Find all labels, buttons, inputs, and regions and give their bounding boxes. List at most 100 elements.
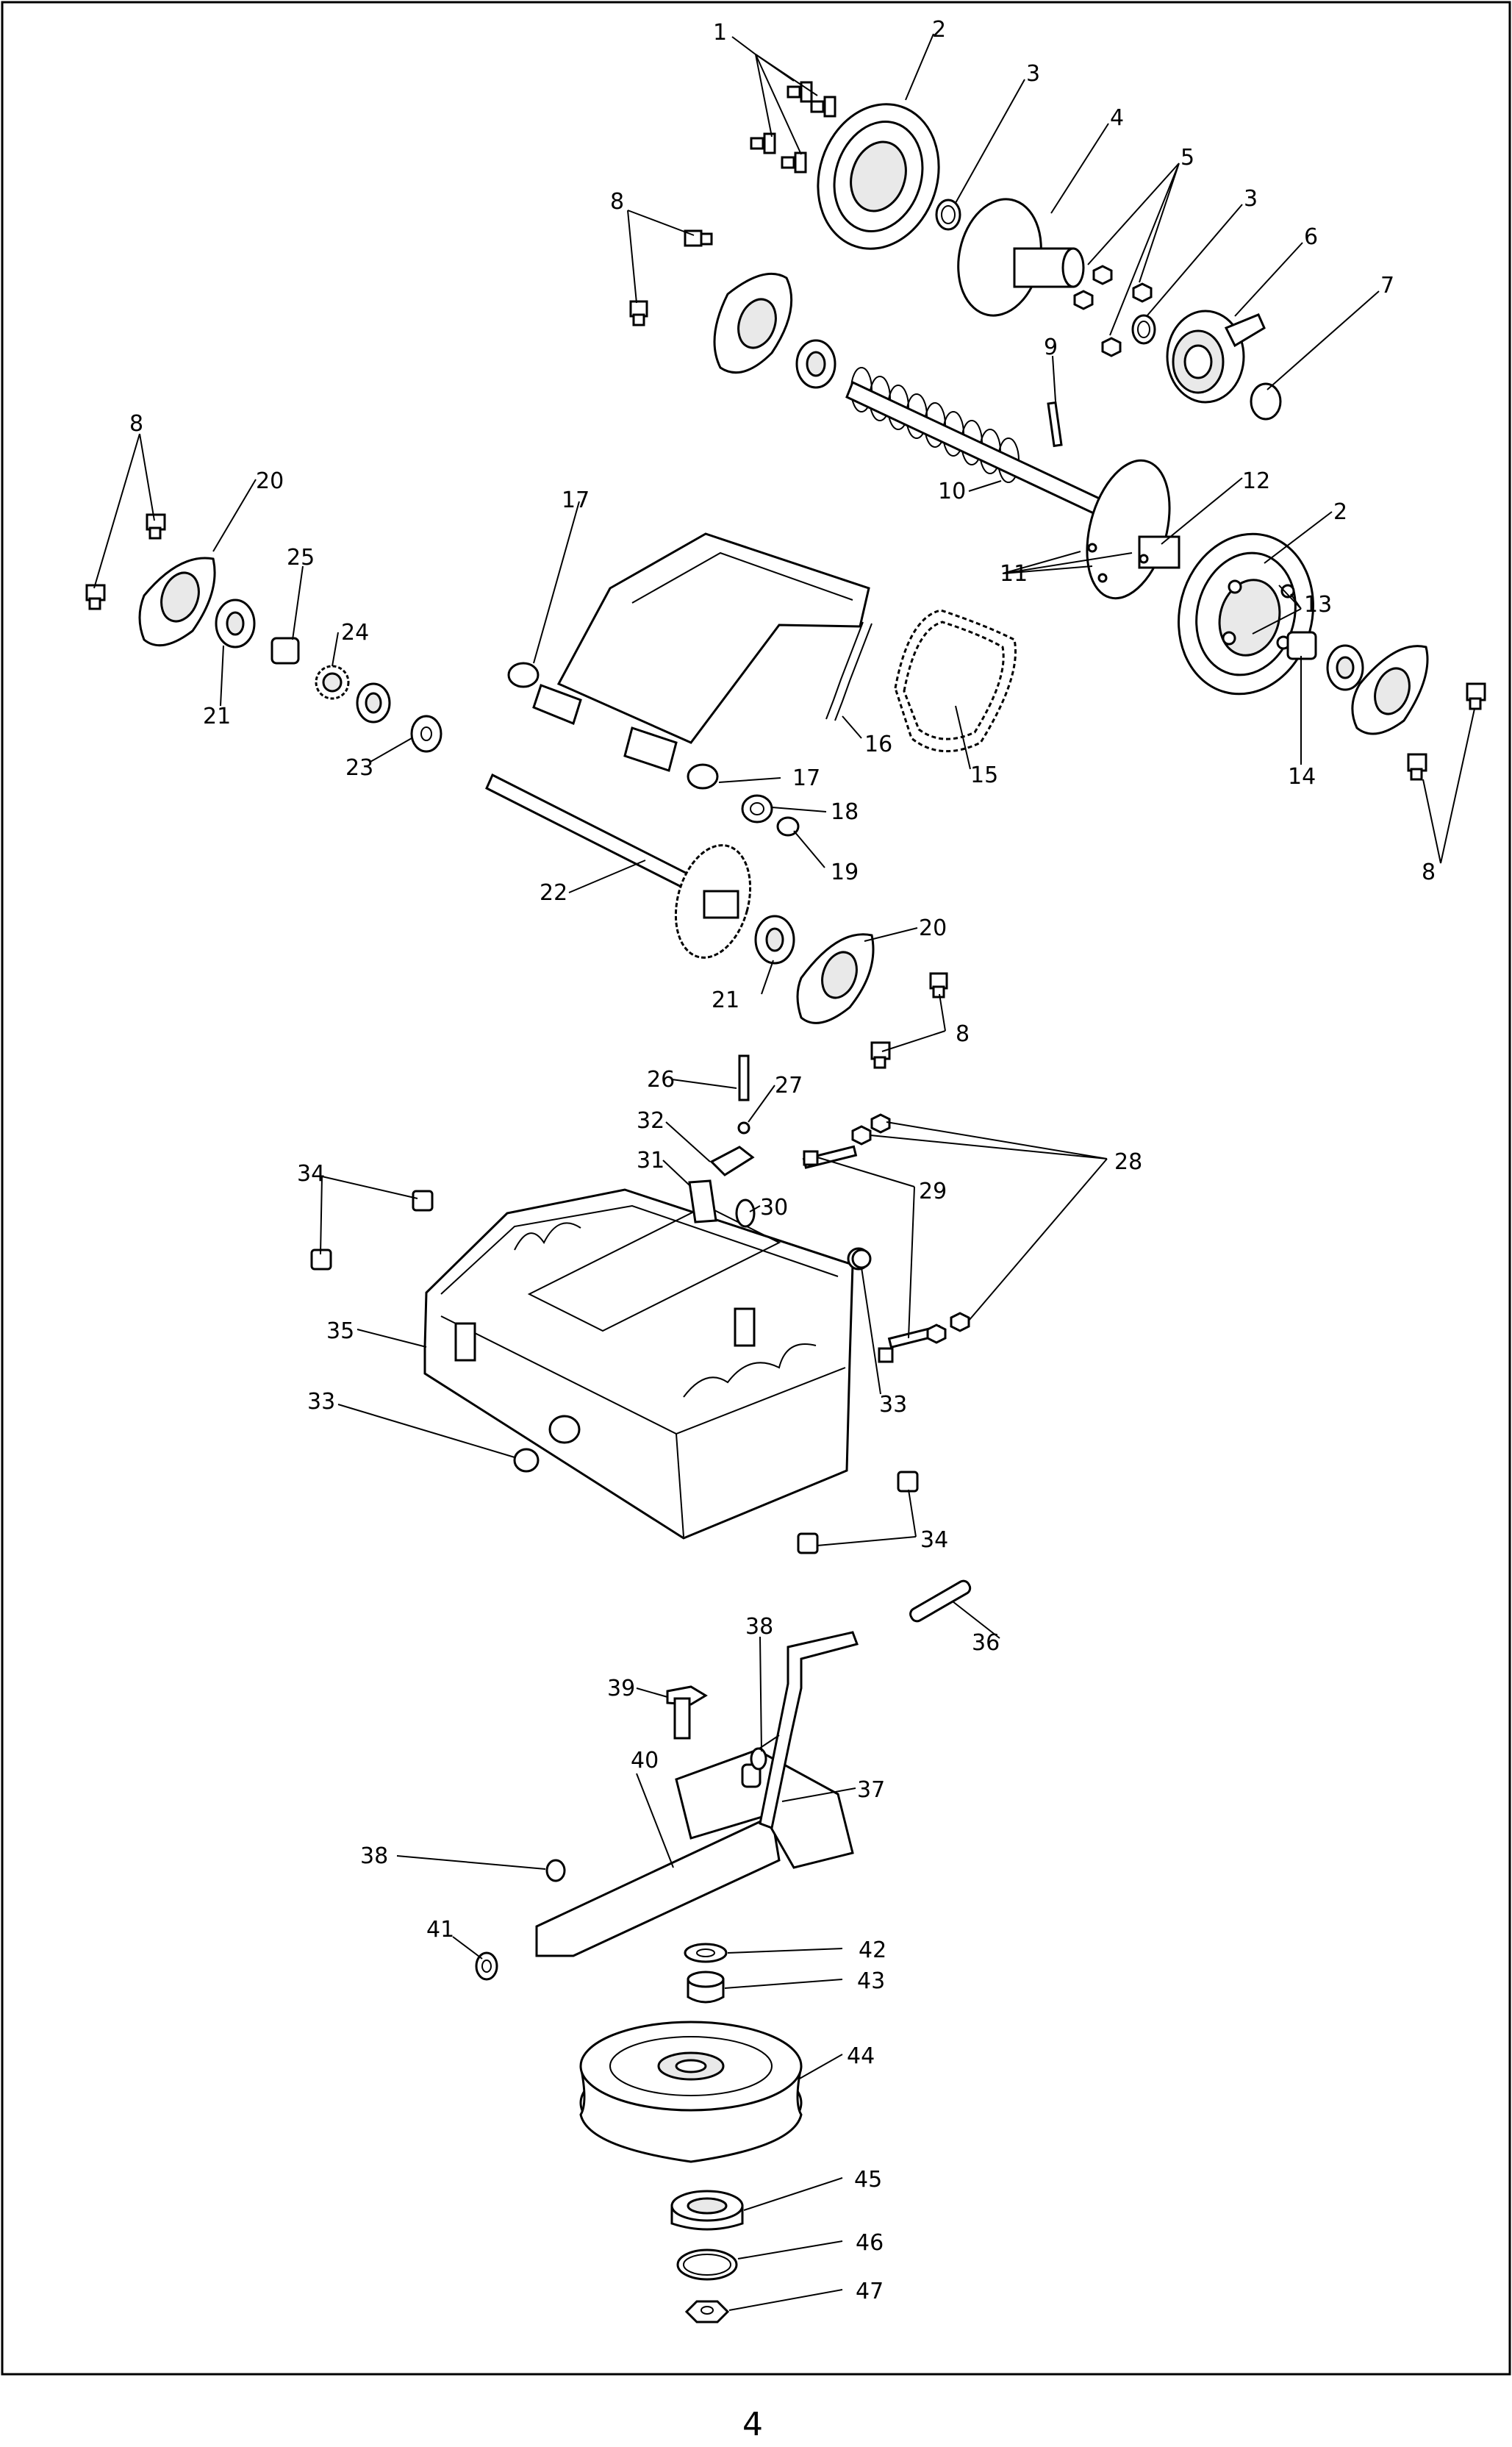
callout-17-lower: 17: [792, 765, 820, 791]
lever-assembly-part-40: [535, 1631, 859, 1957]
callout-2-upper: 2: [932, 17, 946, 43]
page-number: 4: [742, 2406, 763, 2443]
callout-18: 18: [831, 799, 859, 825]
callout-16: 16: [864, 732, 892, 757]
bushing-part-17-lower: [687, 763, 719, 790]
washer-part-27: [737, 1121, 750, 1135]
callout-26: 26: [647, 1067, 675, 1093]
drum-part-2-lower: [1178, 532, 1314, 696]
callout-8-left: 8: [129, 411, 143, 437]
washer-part-42: [684, 1943, 728, 1963]
callout-9: 9: [1044, 335, 1058, 360]
callout-34-upper: 34: [297, 1161, 325, 1187]
callout-12: 12: [1242, 468, 1270, 494]
callout-36: 36: [972, 1630, 1000, 1656]
bolt-part-8-right: [1407, 682, 1486, 781]
callout-4: 4: [1110, 105, 1124, 131]
callout-32: 32: [637, 1108, 664, 1134]
callout-28: 28: [1114, 1149, 1142, 1175]
callout-25: 25: [287, 545, 315, 571]
bushing-part-33-left: [513, 1448, 540, 1473]
callout-29: 29: [919, 1179, 947, 1204]
callout-17-upper: 17: [562, 487, 590, 513]
bolt-part-28-29: [802, 1113, 970, 1363]
washer-part-23: [410, 715, 443, 753]
drive-axle-assembly: [629, 81, 1486, 781]
leader-lines: [93, 33, 1475, 2311]
sprocket-part-22: [674, 844, 752, 959]
callout-10: 10: [938, 479, 966, 504]
callout-38-lower: 38: [360, 1843, 388, 1869]
callout-20-center: 20: [919, 915, 947, 941]
callout-33-right: 33: [879, 1392, 907, 1418]
callout-41: 41: [426, 1917, 454, 1943]
callout-39: 39: [607, 1676, 635, 1701]
circlip-part-7: [1250, 382, 1282, 421]
callout-27: 27: [775, 1073, 803, 1099]
bearing-housing-part-6: [1166, 310, 1266, 404]
bracket-plate: [556, 532, 870, 744]
callout-37: 37: [857, 1777, 885, 1803]
bracket-part-32: [709, 1146, 755, 1176]
callout-labels: 1 2 3 4 5 3 6 7 8 9 10 11 12 2 13 14 8 8…: [129, 17, 1436, 2304]
bolt-part-39: [666, 1685, 708, 1740]
chassis-frame-part-35: [423, 1188, 870, 1540]
callout-1: 1: [713, 20, 727, 46]
bushing-part-33-right: [851, 1248, 872, 1269]
flange-bearing-right: [1351, 645, 1429, 735]
callout-45: 45: [854, 2167, 882, 2193]
bolt-part-1: [750, 81, 836, 174]
flange-bearing-upper: [713, 272, 793, 374]
callout-46: 46: [856, 2230, 884, 2256]
callout-33-left: 33: [307, 1389, 335, 1415]
pulley-stack: [579, 1943, 803, 2323]
callout-21-center: 21: [712, 987, 739, 1013]
bushing-part-30: [735, 1199, 756, 1228]
callout-5: 5: [1180, 145, 1194, 171]
callout-42: 42: [859, 1937, 886, 1963]
seal-part-3-second: [1131, 314, 1156, 345]
bushing-part-25: [270, 637, 300, 665]
nut-part-41: [475, 1951, 498, 1981]
bolt-part-8-upper: [629, 229, 713, 326]
callout-7: 7: [1380, 273, 1394, 299]
washer-part-38-lower: [545, 1859, 566, 1882]
bushing-part-14: [1286, 631, 1317, 660]
callout-13: 13: [1304, 592, 1332, 618]
diagram-border: [1, 1, 1511, 2376]
callout-8-center: 8: [956, 1021, 970, 1047]
callout-3-upper: 3: [1026, 61, 1040, 87]
callout-20-left: 20: [256, 468, 284, 494]
spring-part-31: [688, 1179, 717, 1224]
bearing-part-45: [670, 2190, 744, 2231]
callout-44: 44: [847, 2043, 875, 2069]
callout-2-lower: 2: [1333, 499, 1347, 525]
callout-24: 24: [341, 620, 369, 646]
seal-part-18: [741, 794, 773, 824]
callout-22: 22: [540, 880, 567, 906]
callout-43: 43: [857, 1968, 885, 1994]
callout-30: 30: [760, 1195, 788, 1221]
callout-8-upper: 8: [610, 189, 624, 215]
callout-47: 47: [856, 2279, 884, 2304]
callout-6: 6: [1304, 224, 1318, 250]
clutch-disc-part-12: [1086, 459, 1180, 600]
handle-part-37: [759, 1631, 859, 1830]
callout-21-left: 21: [203, 704, 231, 729]
nut-part-5: [1073, 265, 1153, 357]
callout-14: 14: [1288, 764, 1316, 790]
callout-15: 15: [970, 762, 998, 788]
pin-part-36: [909, 1579, 972, 1623]
callout-40: 40: [631, 1748, 659, 1773]
chain-part-15: [894, 609, 1017, 753]
axle-shaft-upper: [845, 380, 1104, 517]
left-shaft-components: [85, 513, 443, 753]
spring-part-16: [825, 621, 873, 721]
callout-19: 19: [831, 860, 859, 885]
bushing-part-17-upper: [507, 662, 540, 688]
pulley-part-44: [579, 2021, 803, 2163]
sprocket-part-24: [315, 665, 350, 700]
pin-part-9: [1047, 401, 1063, 448]
clip-part-19: [776, 816, 800, 837]
